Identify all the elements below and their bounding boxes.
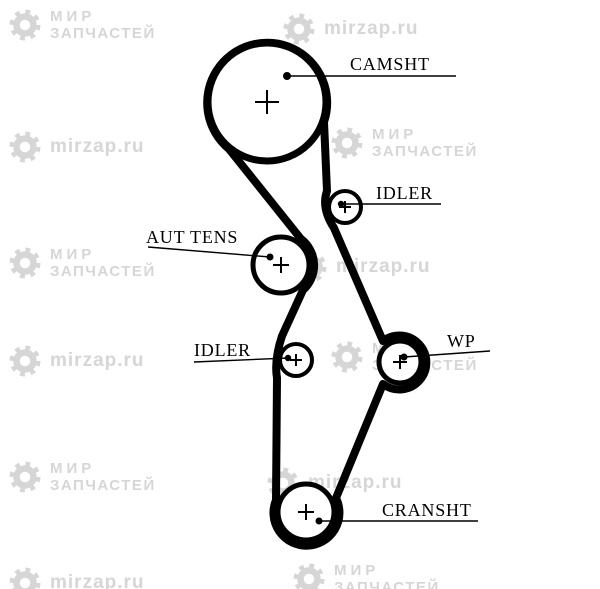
gear-icon (9, 345, 41, 377)
watermark: mirzap.ru (8, 344, 145, 378)
crankshaft-leader-dot (315, 517, 323, 525)
tensioner-leader-dot (266, 253, 274, 261)
watermark-brand-line1: МИР (50, 246, 96, 263)
lower-idler-leader-line (193, 357, 289, 363)
watermark-url-text: mirzap.ru (336, 256, 431, 277)
gear-icon (293, 563, 325, 589)
lower-idler-label: IDLER (194, 340, 251, 360)
tensioner-label: AUT TENS (146, 227, 238, 247)
water-pump-label: WP (447, 331, 476, 351)
water-pump-leader-dot (400, 353, 408, 361)
watermark-brand-line2: ЗАПЧАСТЕЙ (50, 263, 156, 281)
gear-icon (331, 341, 363, 373)
watermark: mirzap.ru (282, 12, 419, 46)
gear-icon (331, 127, 363, 159)
watermark-brand-line1: МИР (50, 8, 96, 25)
watermark-brand-line1: МИР (372, 126, 418, 143)
watermark-brand-line1: МИР (334, 562, 380, 579)
watermark-url-text: mirzap.ru (324, 18, 419, 39)
crankshaft-center-mark (298, 504, 314, 520)
water-pump-center-mark (393, 355, 407, 369)
gear-icon (9, 131, 41, 163)
watermark-url-text: mirzap.ru (50, 136, 145, 157)
watermark-brand-line2: ЗАПЧАСТЕЙ (334, 579, 440, 589)
tensioner-leader-line (147, 246, 271, 258)
gear-icon (9, 461, 41, 493)
watermark-brand-line2: ЗАПЧАСТЕЙ (50, 25, 156, 43)
gear-icon (9, 567, 41, 589)
watermark-brand-line1: МИР (50, 460, 96, 477)
lower-idler-leader-dot (284, 354, 292, 362)
camshaft-label: CAMSHT (350, 54, 430, 74)
gear-icon (283, 13, 315, 45)
watermark-url-text: mirzap.ru (308, 472, 403, 493)
watermark-brand-line2: ЗАПЧАСТЕЙ (50, 477, 156, 495)
gear-icon (9, 9, 41, 41)
watermark: mirzap.ru (8, 566, 145, 589)
lower-idler-center-mark (290, 354, 302, 366)
water-pump-leader-line (403, 350, 491, 358)
upper-idler-label: IDLER (376, 183, 433, 203)
watermark-brand-line2: ЗАПЧАСТЕЙ (372, 143, 478, 161)
camshaft-center-mark (255, 90, 279, 114)
upper-idler-leader-dot (337, 200, 345, 208)
watermark: mirzap.ru (8, 130, 145, 164)
tensioner-center-mark (273, 257, 289, 273)
gear-icon (9, 247, 41, 279)
crankshaft-label: CRANSHT (382, 500, 472, 520)
camshaft-leader-dot (283, 72, 291, 80)
watermark-url-text: mirzap.ru (50, 572, 145, 589)
watermark-url-text: mirzap.ru (50, 350, 145, 371)
